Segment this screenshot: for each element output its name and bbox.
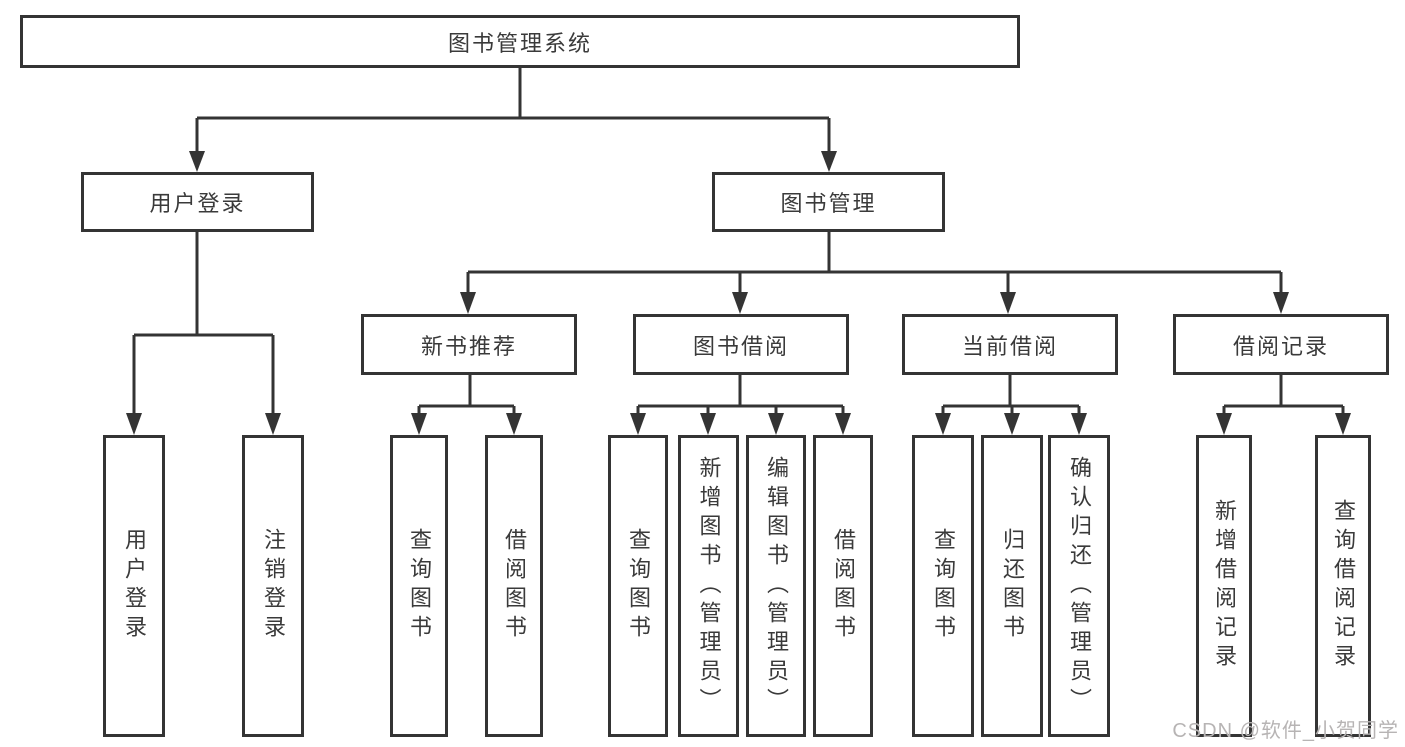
leaf-label: 编辑图书（管理员）: [764, 455, 789, 717]
leaf-query-book-1: 查询图书: [390, 435, 448, 737]
leaf-query-book-3: 查询图书: [912, 435, 974, 737]
leaf-logout: 注销登录: [242, 435, 304, 737]
node-user-login: 用户登录: [81, 172, 314, 232]
node-book-management: 图书管理: [712, 172, 945, 232]
leaf-label: 新增图书（管理员）: [696, 455, 722, 717]
leaf-add-borrow-record: 新增借阅记录: [1196, 435, 1252, 737]
leaf-label: 查询图书: [407, 528, 432, 644]
leaf-label: 借阅图书: [502, 528, 527, 644]
leaf-return-book: 归还图书: [981, 435, 1043, 737]
leaf-borrow-book-1: 借阅图书: [485, 435, 543, 737]
csdn-watermark: CSDN @软件_小贺同学: [1172, 720, 1399, 742]
leaf-user-login: 用户登录: [103, 435, 165, 737]
leaf-label: 查询借阅记录: [1331, 499, 1356, 673]
node-book-borrow: 图书借阅: [633, 314, 849, 375]
leaf-label: 确认归还（管理员）: [1067, 455, 1092, 717]
leaf-query-book-2: 查询图书: [608, 435, 668, 737]
leaf-label: 注销登录: [261, 528, 286, 644]
leaf-label: 用户登录: [122, 528, 147, 644]
node-new-book-recommend: 新书推荐: [361, 314, 577, 375]
leaf-label: 新增借阅记录: [1212, 499, 1237, 673]
node-borrow-records: 借阅记录: [1173, 314, 1389, 375]
leaf-edit-book-admin: 编辑图书（管理员）: [746, 435, 806, 737]
leaf-label: 归还图书: [1000, 528, 1025, 644]
leaf-label: 查询图书: [626, 528, 651, 644]
node-root: 图书管理系统: [20, 15, 1020, 68]
leaf-confirm-return-admin: 确认归还（管理员）: [1048, 435, 1110, 737]
leaf-query-borrow-record: 查询借阅记录: [1315, 435, 1371, 737]
leaf-label: 查询图书: [931, 528, 956, 644]
leaf-label: 借阅图书: [831, 528, 856, 644]
leaf-add-book-admin: 新增图书（管理员）: [678, 435, 739, 737]
leaf-borrow-book-2: 借阅图书: [813, 435, 873, 737]
node-current-borrow: 当前借阅: [902, 314, 1118, 375]
